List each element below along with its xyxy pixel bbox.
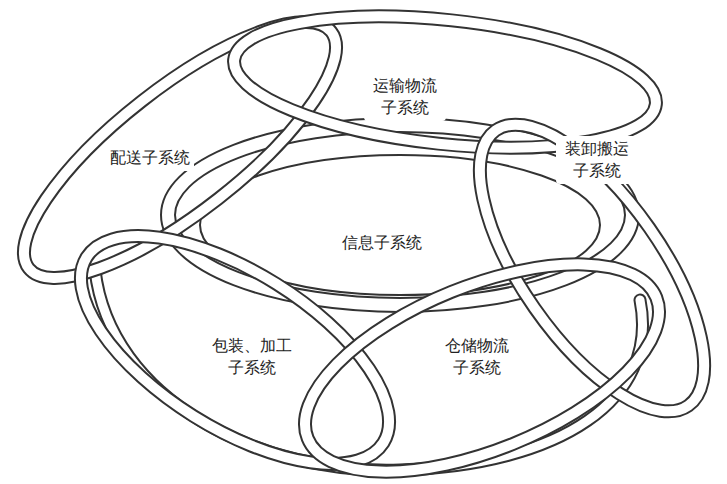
subsystem-ring: 信息子系统 — [338, 230, 426, 256]
subsystem-ring: 装卸搬运 子系统 — [556, 136, 638, 183]
subsystem-ring: 运输物流 子系统 — [364, 73, 446, 120]
subsystem-label: 配送子系统 — [110, 147, 190, 169]
subsystem-ring: 包装、加工 子系统 — [203, 333, 301, 380]
subsystem-label: 仓储物流 子系统 — [440, 335, 514, 378]
subsystem-label: 包装、加工 子系统 — [207, 335, 297, 378]
subsystem-label: 装卸搬运 子系统 — [560, 138, 634, 181]
subsystem-label: 运输物流 子系统 — [368, 75, 442, 118]
subsystem-ring: 配送子系统 — [106, 145, 194, 171]
subsystem-ring: 仓储物流 子系统 — [436, 333, 518, 380]
subsystem-label: 信息子系统 — [342, 232, 422, 254]
